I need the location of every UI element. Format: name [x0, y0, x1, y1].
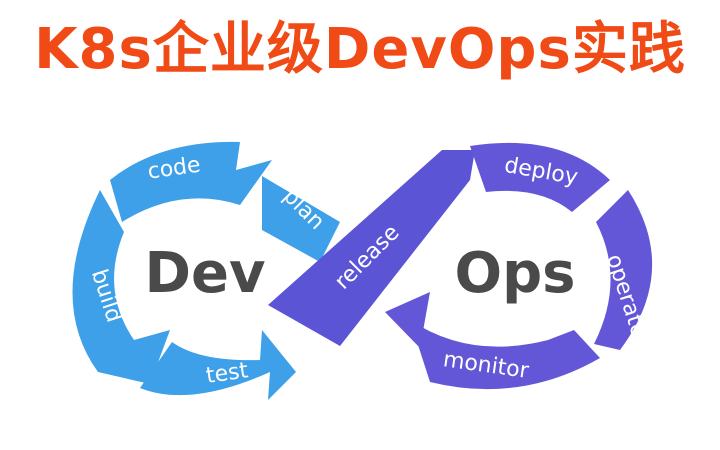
- ops-label: Ops: [454, 241, 575, 306]
- monitor-arrow: [385, 292, 430, 348]
- dev-label: Dev: [145, 241, 266, 306]
- test-label: test: [204, 358, 250, 389]
- page-title: K8s企业级DevOps实践: [34, 17, 686, 82]
- operate-segment: [594, 190, 653, 350]
- deploy-segment: [470, 142, 610, 212]
- test-segment: [140, 330, 296, 400]
- release-segment: [268, 150, 475, 346]
- code-segment: [110, 141, 272, 222]
- plan-segment: [262, 176, 340, 262]
- build-segment: [72, 190, 170, 384]
- monitor-segment: [410, 320, 600, 390]
